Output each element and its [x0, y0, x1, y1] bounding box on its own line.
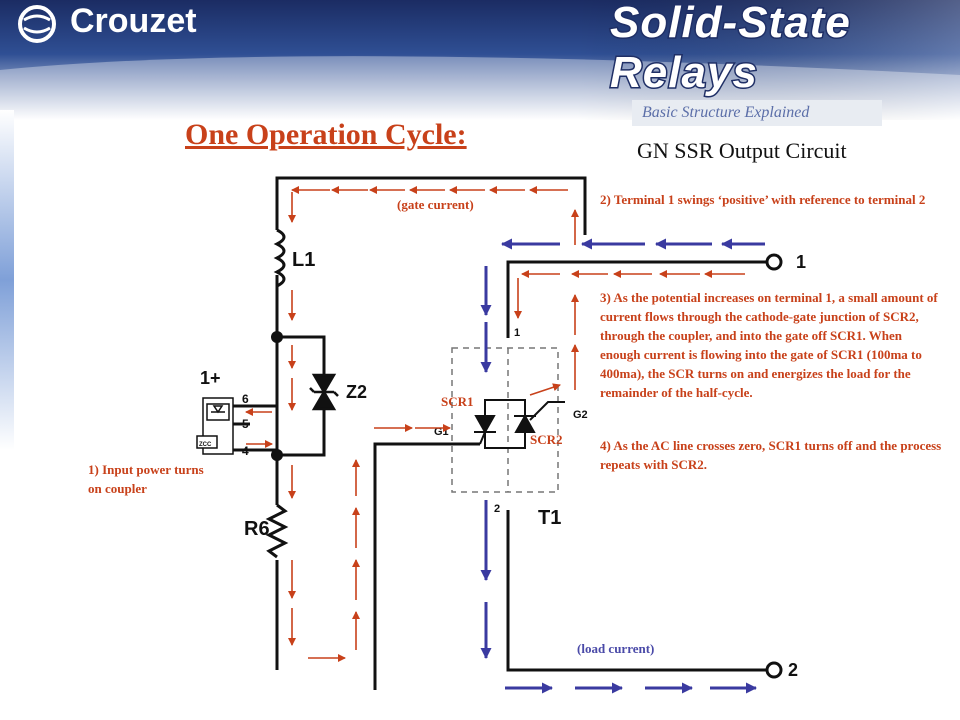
- t2-wire: [506, 510, 768, 672]
- junction-dot: [271, 449, 283, 461]
- inductor-icon: [273, 228, 286, 288]
- coupler-leads: [232, 404, 277, 452]
- note-step3: 3) As the potential increases on termina…: [600, 290, 938, 400]
- terminal-circle-icon: [765, 661, 783, 679]
- label-pin4: 4: [242, 444, 249, 458]
- label-t1: T1: [538, 507, 561, 529]
- label-pin5: 5: [242, 417, 249, 431]
- crouzet-logo-icon: [18, 5, 56, 43]
- note-step1: 1) Input power turns on coupler: [88, 462, 204, 496]
- label-l1: L1: [292, 249, 315, 271]
- label-z2: Z2: [346, 382, 367, 402]
- load-current-label: (load current): [577, 641, 655, 656]
- zener-diode-icon: [309, 373, 339, 411]
- label-pin1: 1: [514, 327, 520, 339]
- scr-icon: [474, 399, 565, 449]
- label-pin2: 2: [494, 503, 500, 515]
- note-step4: 4) As the AC line crosses zero, SCR1 tur…: [600, 438, 942, 472]
- left-top-wire: [275, 176, 587, 235]
- note-step2: 2) Terminal 1 swings ‘positive’ with ref…: [600, 192, 926, 207]
- label-r6: R6: [244, 518, 270, 540]
- label-coupler-plus: 1+: [200, 368, 221, 388]
- scr-box: [451, 347, 559, 493]
- junction-dot: [271, 331, 283, 343]
- gate-current-label: (gate current): [397, 197, 474, 212]
- gate1-wire: [373, 442, 480, 690]
- optocoupler-icon: [196, 397, 234, 455]
- subtitle-box: [632, 100, 882, 126]
- page-subtitle: Basic Structure Explained: [642, 104, 810, 121]
- header-banner: [0, 0, 960, 120]
- page-heading: One Operation Cycle:: [185, 118, 467, 151]
- circuit-title: GN SSR Output Circuit: [637, 138, 847, 163]
- label-pin6: 6: [242, 392, 249, 406]
- resistor-icon: [265, 503, 289, 559]
- load-current-arrows: [480, 238, 765, 694]
- terminal-circle-icon: [765, 253, 783, 271]
- circuit-wires: [232, 176, 768, 690]
- logo-text: Crouzet: [70, 2, 197, 40]
- sidebar-gradient: [0, 110, 14, 450]
- terminal-1-label: 1: [796, 252, 806, 272]
- terminal-2-label: 2: [788, 660, 798, 680]
- scr2-label: SCR2: [530, 432, 563, 447]
- scr1-label: SCR1: [441, 394, 474, 409]
- z2-wire: [277, 335, 326, 457]
- product-title: Solid-State Relays: [609, 0, 852, 99]
- gate-current-arrows: [245, 186, 745, 662]
- label-g2: G2: [573, 409, 588, 421]
- t1-wire: [506, 260, 768, 338]
- label-zcc: ZCC: [199, 442, 212, 448]
